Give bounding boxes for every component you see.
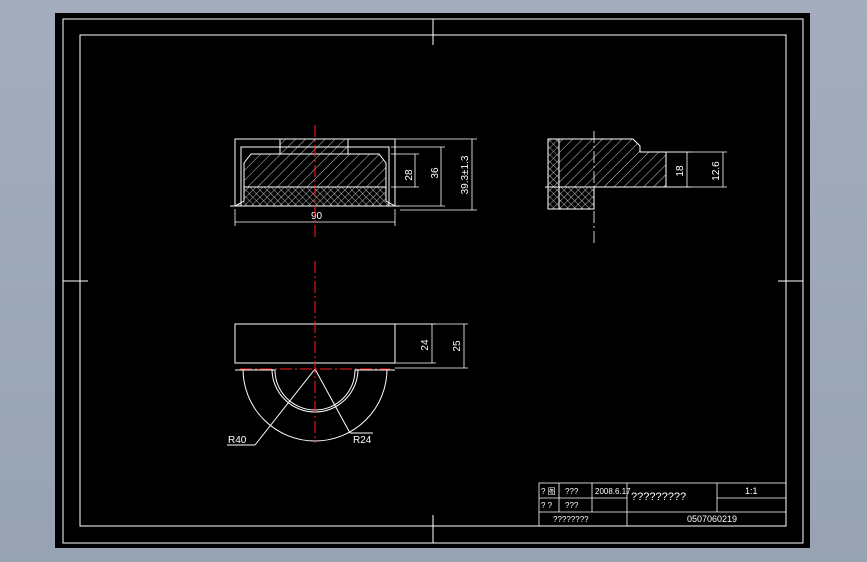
bottom-leader-r40: [254, 368, 316, 446]
inner-border: [79, 34, 787, 527]
dim-front-h2-label: 36: [430, 167, 441, 179]
side-section-view: [545, 138, 667, 210]
tb-date: 2008.6.17: [595, 487, 631, 496]
bottom-dimensions: [395, 323, 468, 369]
bottom-view: [227, 323, 396, 446]
title-block: [538, 482, 787, 527]
side-dimensions: [666, 151, 727, 188]
tb-row1-label: ? 图: [541, 487, 556, 496]
side-crosshatch-strip: [547, 138, 560, 210]
dim-front-h3-label: 39.3±1.3: [460, 155, 471, 194]
side-body-hatch: [558, 138, 667, 188]
drawing-frame: [62, 18, 804, 544]
dim-front-h1-label: 28: [404, 169, 415, 181]
dim-side-h2-label: 12.6: [711, 161, 722, 181]
tb-title: ?????????: [631, 491, 686, 503]
tb-row2-name: ???: [565, 501, 579, 510]
tb-row2-label: ? ?: [541, 501, 553, 510]
bottom-leader-r24: [314, 368, 351, 434]
dim-bottom-h2-label: 25: [452, 340, 463, 352]
cad-drawing: 90 28 36 39.3±1.3 18 12.6 24 25: [62, 18, 804, 544]
title-block-frame: [538, 482, 787, 527]
side-lower-crosshatch: [558, 186, 595, 210]
tb-row1-name: ???: [565, 487, 579, 496]
dim-front-width-label: 90: [311, 211, 323, 222]
drawing-sheet: 90 28 36 39.3±1.3 18 12.6 24 25: [55, 13, 810, 548]
outer-border: [62, 18, 804, 544]
dim-bottom-h1-label: 24: [420, 339, 431, 351]
front-boss-hatch: [279, 138, 349, 155]
dim-side-h1-label: 18: [675, 165, 686, 177]
tb-drawing-no: 0507060219: [687, 514, 737, 524]
radius-outer-label: R40: [228, 435, 247, 446]
centerlines: [240, 125, 390, 443]
radius-inner-label: R24: [353, 435, 372, 446]
tb-scale: 1:1: [745, 486, 758, 496]
tb-company: ????????: [553, 515, 589, 524]
